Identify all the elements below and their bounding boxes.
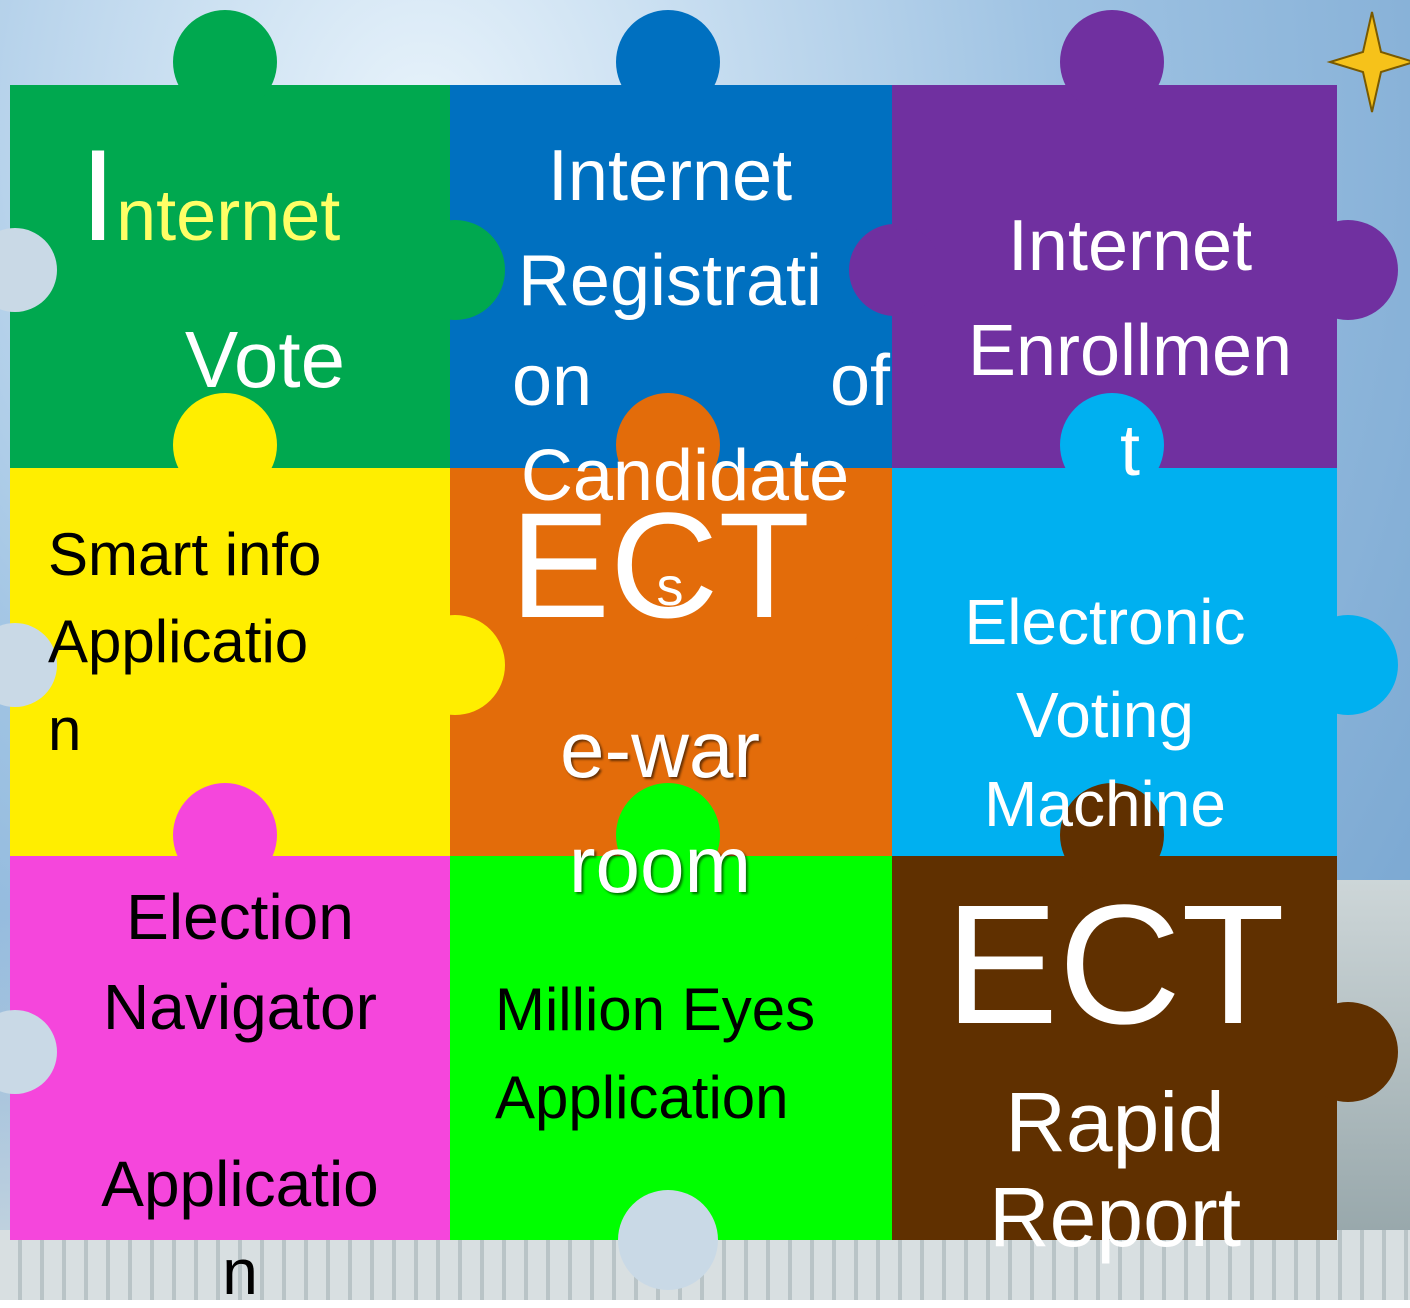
rapid-report-line2: Rapid: [1005, 1075, 1225, 1169]
tab-smart-info-right: [405, 615, 505, 715]
war-room-ect: ECT: [510, 481, 810, 649]
rapid-report-line3: Report: [988, 1170, 1242, 1264]
million-eyes-line2: Application: [495, 1064, 789, 1131]
notch-bottom-middle: [618, 1190, 718, 1290]
tab-war-room-top: [616, 393, 720, 497]
notch-left-row1: [0, 228, 57, 312]
enrollment-line1: Internet: [1007, 206, 1253, 286]
enrollment-line3: t: [1119, 411, 1140, 491]
notch-left-row3: [0, 1010, 57, 1094]
registration-line3a: on: [512, 341, 593, 421]
piece-rapid-report[interactable]: [892, 856, 1337, 1240]
tab-million-eyes-top: [616, 783, 720, 887]
war-room-line3: room: [568, 820, 752, 909]
tab-internet-registration: [616, 10, 720, 114]
tab-smart-info-top: [173, 393, 277, 497]
internet-rest: nternet: [116, 176, 341, 256]
registration-line3b: of: [829, 341, 890, 421]
navigator-line4: n: [222, 1236, 258, 1308]
tab-evm-right: [1298, 615, 1398, 715]
star-icon: [1326, 11, 1410, 113]
internet-vote-label: Internet: [80, 130, 460, 260]
tab-vote-right: [405, 220, 505, 320]
tab-enrollment-right: [1298, 220, 1398, 320]
registration-line5: s: [656, 557, 684, 617]
piece-election-navigator[interactable]: [10, 856, 450, 1240]
registration-line1: Internet: [547, 136, 793, 216]
evm-line1: Electronic: [964, 586, 1246, 658]
smart-info-line1: Smart info: [48, 521, 322, 588]
notch-left-row2: [0, 623, 57, 707]
tab-navigator-top: [173, 783, 277, 887]
internet-initial: I: [80, 122, 117, 268]
registration-line2: Registrati: [517, 241, 823, 321]
tab-internet-vote: [173, 10, 277, 114]
million-eyes-line1: Million Eyes: [495, 976, 816, 1043]
tab-internet-enrollment: [1060, 10, 1164, 114]
navigator-line3: Applicatio: [101, 1148, 379, 1220]
evm-line2: Voting: [1016, 679, 1194, 751]
tab-rapid-report-top: [1060, 783, 1164, 887]
tab-evm-top: [1060, 393, 1164, 497]
smart-info-line3: n: [48, 696, 82, 763]
evm-line3: Machine: [984, 768, 1226, 840]
navigator-line2: Navigator: [103, 971, 377, 1043]
navigator-line1: Election: [126, 881, 354, 953]
piece-million-eyes[interactable]: [450, 856, 892, 1240]
enrollment-line2: Enrollmen: [967, 311, 1293, 391]
tab-rapid-report-right: [1298, 1002, 1398, 1102]
vote-label: Vote: [184, 315, 346, 404]
notch-blue-right: [849, 224, 941, 316]
war-room-line2: e-war: [559, 705, 761, 794]
registration-line4: Candidate: [520, 436, 850, 516]
rapid-report-ect: ECT: [945, 870, 1285, 1060]
smart-info-line2: Applicatio: [48, 608, 309, 675]
